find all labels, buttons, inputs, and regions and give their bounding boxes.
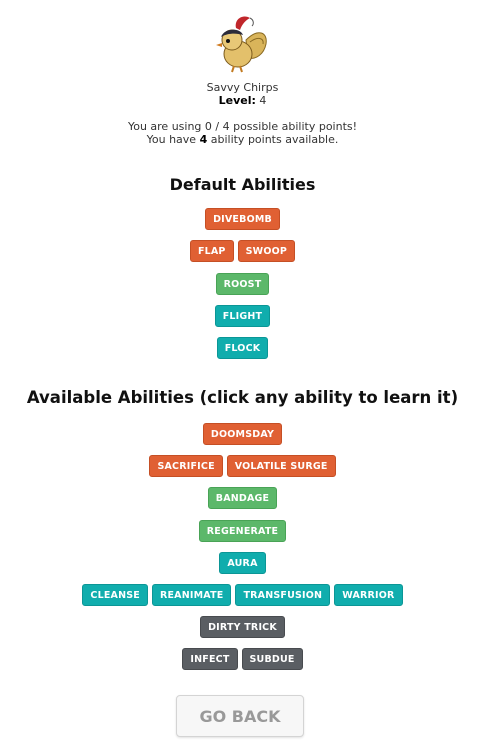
ability-button-flock[interactable]: FLOCK bbox=[216, 337, 269, 360]
ability-row: REGENERATE bbox=[0, 519, 485, 542]
ability-button-sacrifice[interactable]: SACRIFICE bbox=[149, 455, 223, 478]
ability-button-flight[interactable]: FLIGHT bbox=[214, 304, 271, 327]
ability-row: AURA bbox=[0, 551, 485, 574]
ability-button-divebomb[interactable]: DIVEBOMB bbox=[205, 208, 280, 230]
ability-button-infect[interactable]: INFECT bbox=[182, 648, 238, 671]
ability-button-reanimate[interactable]: REANIMATE bbox=[151, 584, 232, 606]
ability-row: DIVEBOMB bbox=[0, 208, 485, 230]
ability-points-available: You have 4 ability points available. bbox=[0, 133, 485, 146]
ability-row: ROOST bbox=[0, 272, 485, 295]
ability-button-volatile-surge[interactable]: VOLATILE SURGE bbox=[226, 455, 336, 478]
level-label: Level: bbox=[218, 94, 256, 107]
pet-name: Savvy Chirps bbox=[206, 81, 279, 94]
pet-level: Level: 4 bbox=[0, 94, 485, 107]
ability-row: FLIGHT bbox=[0, 304, 485, 327]
go-back-button[interactable]: GO BACK bbox=[176, 695, 304, 737]
ability-row: DIRTY TRICK bbox=[0, 616, 485, 639]
ability-button-warrior[interactable]: WARRIOR bbox=[334, 584, 403, 606]
ability-button-roost[interactable]: ROOST bbox=[215, 272, 270, 295]
ability-button-aura[interactable]: AURA bbox=[219, 551, 266, 574]
ability-row: BANDAGE bbox=[0, 487, 485, 510]
ability-button-doomsday[interactable]: DOOMSDAY bbox=[202, 423, 283, 445]
ability-button-dirty-trick[interactable]: DIRTY TRICK bbox=[200, 616, 285, 639]
ability-points-used: You are using 0 / 4 possible ability poi… bbox=[127, 120, 358, 133]
bird-pirate-pet-icon bbox=[216, 16, 267, 73]
points-value: 4 bbox=[199, 133, 208, 146]
points-text-post: ability points available. bbox=[207, 133, 339, 146]
level-value: 4 bbox=[259, 94, 267, 107]
ability-button-subdue[interactable]: SUBDUE bbox=[241, 648, 303, 671]
ability-row: DOOMSDAY bbox=[0, 423, 485, 445]
ability-button-regenerate[interactable]: REGENERATE bbox=[198, 519, 287, 542]
ability-row: FLOCK bbox=[0, 337, 485, 360]
ability-button-flap[interactable]: FLAP bbox=[189, 240, 234, 263]
points-text-pre: You have bbox=[146, 133, 200, 146]
ability-button-swoop[interactable]: SWOOP bbox=[237, 240, 296, 263]
ability-button-cleanse[interactable]: CLEANSE bbox=[82, 584, 148, 606]
default-abilities-heading: Default Abilities bbox=[169, 175, 316, 194]
ability-button-transfusion[interactable]: TRANSFUSION bbox=[235, 584, 331, 606]
available-abilities-heading: Available Abilities (click any ability t… bbox=[26, 388, 459, 407]
ability-button-bandage[interactable]: BANDAGE bbox=[207, 487, 278, 510]
